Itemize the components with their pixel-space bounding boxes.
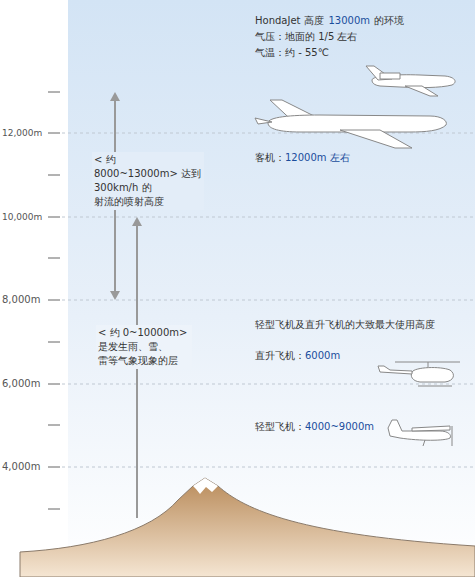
label-text: 客机： (255, 151, 285, 165)
label-text: < 约 0~10000m> 是发生雨、雪、 雷等气象现象的层 (96, 325, 192, 369)
label-text: HondaJet (255, 14, 300, 28)
light-plane (388, 420, 452, 446)
label-line: 气温：约 - 55℃ (255, 46, 329, 60)
label-line: 轻型飞机及直升飞机的大致最大使用高度 (255, 318, 435, 332)
label-line: 客机：12000m 左右 (255, 151, 350, 165)
label-text: 的环境 (374, 14, 404, 28)
label-line: HondaJet 高度 13000m 的环境 (255, 14, 404, 28)
label-text: 13000m (328, 14, 370, 28)
label-text: 6,000m (2, 377, 46, 391)
label-text: 气温：约 - 55℃ (255, 46, 329, 60)
mountain (20, 478, 475, 577)
sky-ground (68, 0, 475, 577)
label-text: 直升飞机： (255, 349, 305, 363)
hondajet (366, 66, 455, 96)
label-text: 4,000m (2, 460, 46, 474)
snow-cap (193, 478, 218, 494)
axis-ticks (48, 92, 60, 509)
label-text: 8,000m (2, 293, 46, 307)
grid-lines (62, 133, 475, 467)
label-text: 高度 (304, 14, 324, 28)
helicopter (378, 362, 460, 386)
label-line: 气压：地面的 1/5 左右 (255, 30, 357, 44)
label-text: 10,000m (2, 210, 46, 224)
label-text: 4000~9000m (305, 420, 374, 434)
label-text: 轻型飞机及直升飞机的大致最大使用高度 (255, 318, 435, 332)
label-text: 气压：地面的 1/5 左右 (255, 30, 357, 44)
label-line: 轻型飞机：4000~9000m (255, 420, 374, 434)
label-text: < 约 8000~13000m> 达到 300km/h 的 射流的喷射高度 (92, 152, 204, 210)
label-text: 6000m (305, 349, 340, 363)
label-line: 直升飞机：6000m (255, 349, 340, 363)
label-text: 轻型飞机： (255, 420, 305, 434)
airliner (255, 100, 446, 148)
label-text: 12000m 左右 (285, 151, 350, 165)
label-text: 12,000m (2, 126, 46, 140)
